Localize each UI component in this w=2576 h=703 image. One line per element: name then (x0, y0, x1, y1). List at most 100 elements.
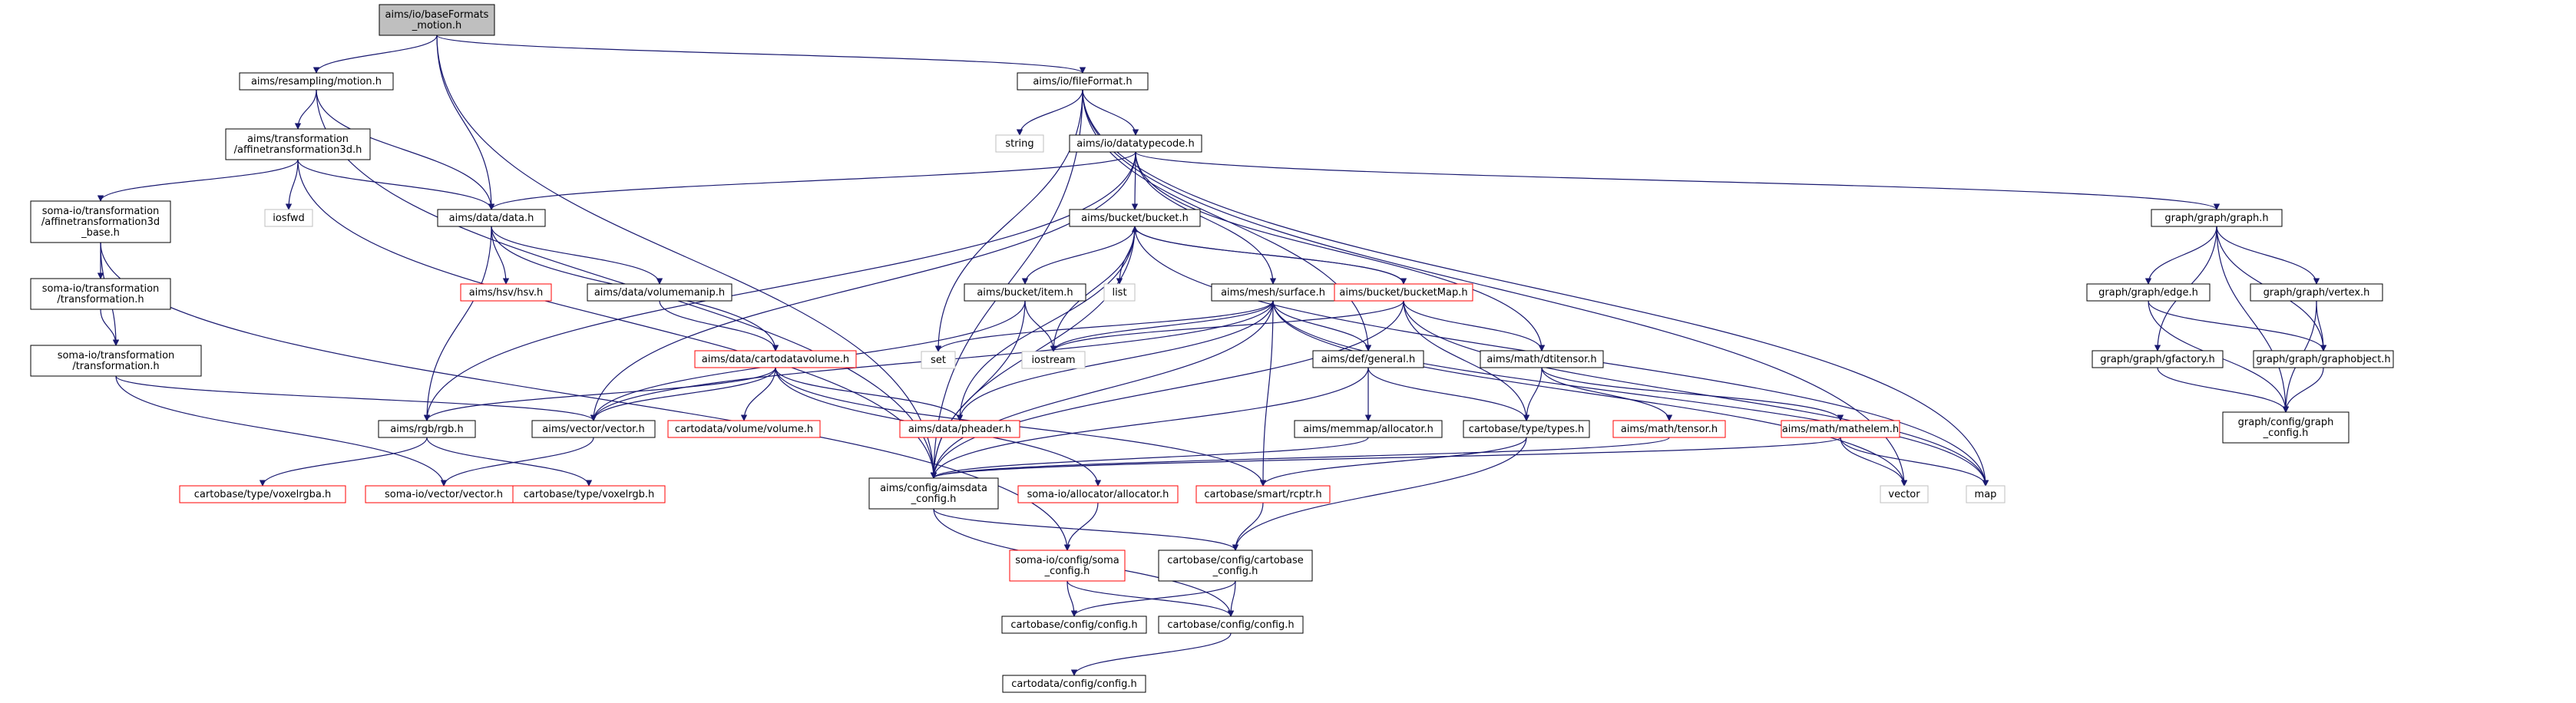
node-box (30, 345, 202, 377)
node-aims-rgb-rgb-h[interactable]: aims/rgb/rgb.h (378, 420, 476, 438)
edge-aims-mesh-surface-h-to-aims-data-pheader-h (956, 300, 1274, 421)
node-aims-resampling-motion-h[interactable]: aims/resampling/motion.h (239, 72, 394, 91)
node-aims-data-volumemanip-h[interactable]: aims/data/volumemanip.h (587, 283, 732, 302)
edge-aims-math-dtitensor-h-to-aims-math-mathelem-h (1541, 367, 1844, 421)
node-soma-io-transformation-transformation-h[interactable]: soma-io/transformation/transformation.h (30, 345, 202, 377)
node-aims-config-aimsdata-config-h[interactable]: aims/config/aimsdata_config.h (868, 477, 999, 510)
node-soma-io-transformation-transformation-h[interactable]: soma-io/transformation/transformation.h (30, 278, 171, 310)
node-cartobase-type-voxelrgba-h[interactable]: cartobase/type/voxelrgba.h (179, 485, 346, 503)
node-label: cartobase/config/config.h (1167, 619, 1294, 631)
node-box (1103, 283, 1136, 302)
node-graph-graph-graphobject-h[interactable]: graph/graph/graphobject.h (2253, 350, 2394, 368)
node-cartobase-type-types-h[interactable]: cartobase/type/types.h (1463, 420, 1590, 438)
node-box (2250, 283, 2383, 302)
node-box (694, 350, 857, 368)
edge-aims-math-dtitensor-h-to-aims-math-tensor-h (1541, 367, 1673, 421)
node-list: list (1103, 283, 1136, 302)
node-label: cartodata/config/config.h (1011, 678, 1136, 690)
edge-aims-io-datatypecode-h-to-aims-bucket-bucket-h (1131, 151, 1139, 210)
node-aims-bucket-bucket-h[interactable]: aims/bucket/bucket.h (1069, 209, 1201, 227)
node-aims-def-general-h[interactable]: aims/def/general.h (1312, 350, 1424, 368)
node-soma-io-config-soma-config-h[interactable]: soma-io/config/soma_config.h (1009, 550, 1126, 582)
edge-soma-io-transformation-transformation-h-to-soma-io-transformation-transformation-h (100, 309, 120, 346)
edge-aims-io-fileformat-h-to-aims-io-datatypecode-h (1082, 89, 1139, 136)
node-box (1069, 134, 1202, 153)
node-label: iosfwd (273, 213, 305, 224)
edge-soma-io-transformation-transformation-h-to-soma-io-vector-vector-h (115, 375, 448, 487)
node-cartodata-volume-volume-h[interactable]: cartodata/volume/volume.h (667, 420, 821, 438)
node-graph-graph-gfactory-h[interactable]: graph/graph/gfactory.h (2092, 350, 2224, 368)
node-graph-graph-graph-h[interactable]: graph/graph/graph.h (2151, 209, 2283, 227)
node-aims-math-dtitensor-h[interactable]: aims/math/dtitensor.h (1480, 350, 1604, 368)
node-graph-graph-edge-h[interactable]: graph/graph/edge.h (2086, 283, 2211, 302)
node-label: aims/math/mathelem.h (1782, 424, 1899, 435)
node-label: cartobase/config/config.h (1010, 619, 1137, 631)
node-string: string (995, 134, 1044, 153)
node-label: /transformation.h (72, 361, 159, 372)
node-box (2092, 350, 2224, 368)
node-aims-bucket-bucketmap-h[interactable]: aims/bucket/bucketMap.h (1334, 283, 1473, 302)
node-cartobase-config-config-h[interactable]: cartobase/config/config.h (1001, 616, 1147, 634)
edge-aims-math-mathelem-h-to-vector (1840, 437, 1908, 487)
node-label: cartobase/type/voxelrgb.h (524, 489, 654, 500)
node-cartobase-type-voxelrgb-h[interactable]: cartobase/type/voxelrgb.h (512, 485, 666, 503)
node-label: aims/data/cartodatavolume.h (702, 354, 849, 365)
node-label: _motion.h (412, 20, 461, 31)
node-aims-bucket-item-h[interactable]: aims/bucket/item.h (964, 283, 1086, 302)
node-label: _config.h (2263, 427, 2309, 439)
node-cartobase-config-config-h[interactable]: cartobase/config/config.h (1158, 616, 1304, 634)
node-box (995, 134, 1044, 153)
node-box (2086, 283, 2211, 302)
node-cartodata-config-config-h[interactable]: cartodata/config/config.h (1002, 675, 1146, 693)
node-aims-vector-vector-h[interactable]: aims/vector/vector.h (531, 420, 656, 438)
node-label: /affinetransformation3d.h (234, 144, 362, 156)
node-label: aims/memmap/allocator.h (1303, 424, 1433, 435)
node-box (239, 72, 394, 91)
node-set: set (921, 351, 956, 369)
node-aims-data-pheader-h[interactable]: aims/data/pheader.h (899, 420, 1020, 438)
node-aims-math-tensor-h[interactable]: aims/math/tensor.h (1612, 420, 1726, 438)
node-label: _config.h (1212, 566, 1258, 577)
node-box (1069, 209, 1201, 227)
edge-graph-graph-graphobject-h-to-graph-config-graph-config-h (2282, 367, 2324, 413)
node-aims-transformation-affinetransformation3d-h[interactable]: aims/transformation/affinetransformation… (225, 128, 371, 160)
node-box (1158, 616, 1304, 634)
node-aims-hsv-hsv-h[interactable]: aims/hsv/hsv.h (460, 283, 552, 302)
node-label: map (1975, 489, 1997, 500)
edge-aims-mesh-surface-h-to-aims-def-general-h (1272, 300, 1372, 352)
node-aims-data-data-h[interactable]: aims/data/data.h (437, 209, 546, 227)
edge-aims-bucket-bucketmap-h-to-cartobase-type-types-h (1403, 300, 1530, 421)
node-cartobase-smart-rcptr-h[interactable]: cartobase/smart/rcptr.h (1195, 485, 1331, 503)
node-box (1195, 485, 1331, 503)
node-aims-data-cartodatavolume-h[interactable]: aims/data/cartodatavolume.h (694, 350, 857, 368)
node-graph-graph-vertex-h[interactable]: graph/graph/vertex.h (2250, 283, 2383, 302)
node-soma-io-transformation-affinetransformation3d-base-h[interactable]: soma-io/transformation/affinetransformat… (30, 200, 171, 243)
node-aims-memmap-allocator-h[interactable]: aims/memmap/allocator.h (1294, 420, 1443, 438)
node-box (179, 485, 346, 503)
edge-aims-bucket-bucketmap-h-to-aims-config-aimsdata-config-h (930, 300, 1404, 479)
edge-cartobase-smart-rcptr-h-to-cartobase-config-cartobase-config-h (1232, 502, 1264, 551)
node-label: aims/io/baseFormats (385, 9, 489, 21)
edge-aims-transformation-affinetransformation3d-h-to-iosfwd (285, 159, 299, 210)
node-box (378, 420, 476, 438)
edge-aims-io-baseformats-motion-h-to-aims-resampling-motion-h (312, 35, 438, 74)
node-label: /affinetransformation3d (41, 216, 160, 228)
node-aims-io-fileformat-h[interactable]: aims/io/fileFormat.h (1017, 72, 1149, 91)
node-label: cartodata/volume/volume.h (675, 424, 813, 435)
node-aims-math-mathelem-h[interactable]: aims/math/mathelem.h (1781, 420, 1900, 438)
node-box (225, 128, 371, 160)
node-label: string (1005, 138, 1033, 150)
node-aims-mesh-surface-h[interactable]: aims/mesh/surface.h (1211, 283, 1335, 302)
edge-aims-transformation-affinetransformation3d-h-to-aims-data-data-h (297, 159, 495, 210)
node-label: aims/bucket/bucket.h (1081, 213, 1189, 224)
node-soma-io-allocator-allocator-h[interactable]: soma-io/allocator/allocator.h (1017, 485, 1179, 503)
node-graph-config-graph-config-h[interactable]: graph/config/graph_config.h (2222, 411, 2349, 444)
node-cartobase-config-cartobase-config-h[interactable]: cartobase/config/cartobase_config.h (1158, 550, 1313, 582)
edge-aims-mesh-surface-h-to-cartobase-smart-rcptr-h (1259, 300, 1274, 487)
node-label: graph/graph/vertex.h (2264, 287, 2370, 299)
node-soma-io-vector-vector-h[interactable]: soma-io/vector/vector.h (365, 485, 523, 503)
node-aims-io-datatypecode-h[interactable]: aims/io/datatypecode.h (1069, 134, 1202, 153)
node-aims-io-baseformats-motion-h[interactable]: aims/io/baseFormats_motion.h (379, 4, 495, 36)
edge-aims-io-baseformats-motion-h-to-aims-data-data-h (436, 35, 495, 210)
edge-cartobase-config-cartobase-config-h-to-cartobase-config-config-h (1070, 580, 1236, 617)
